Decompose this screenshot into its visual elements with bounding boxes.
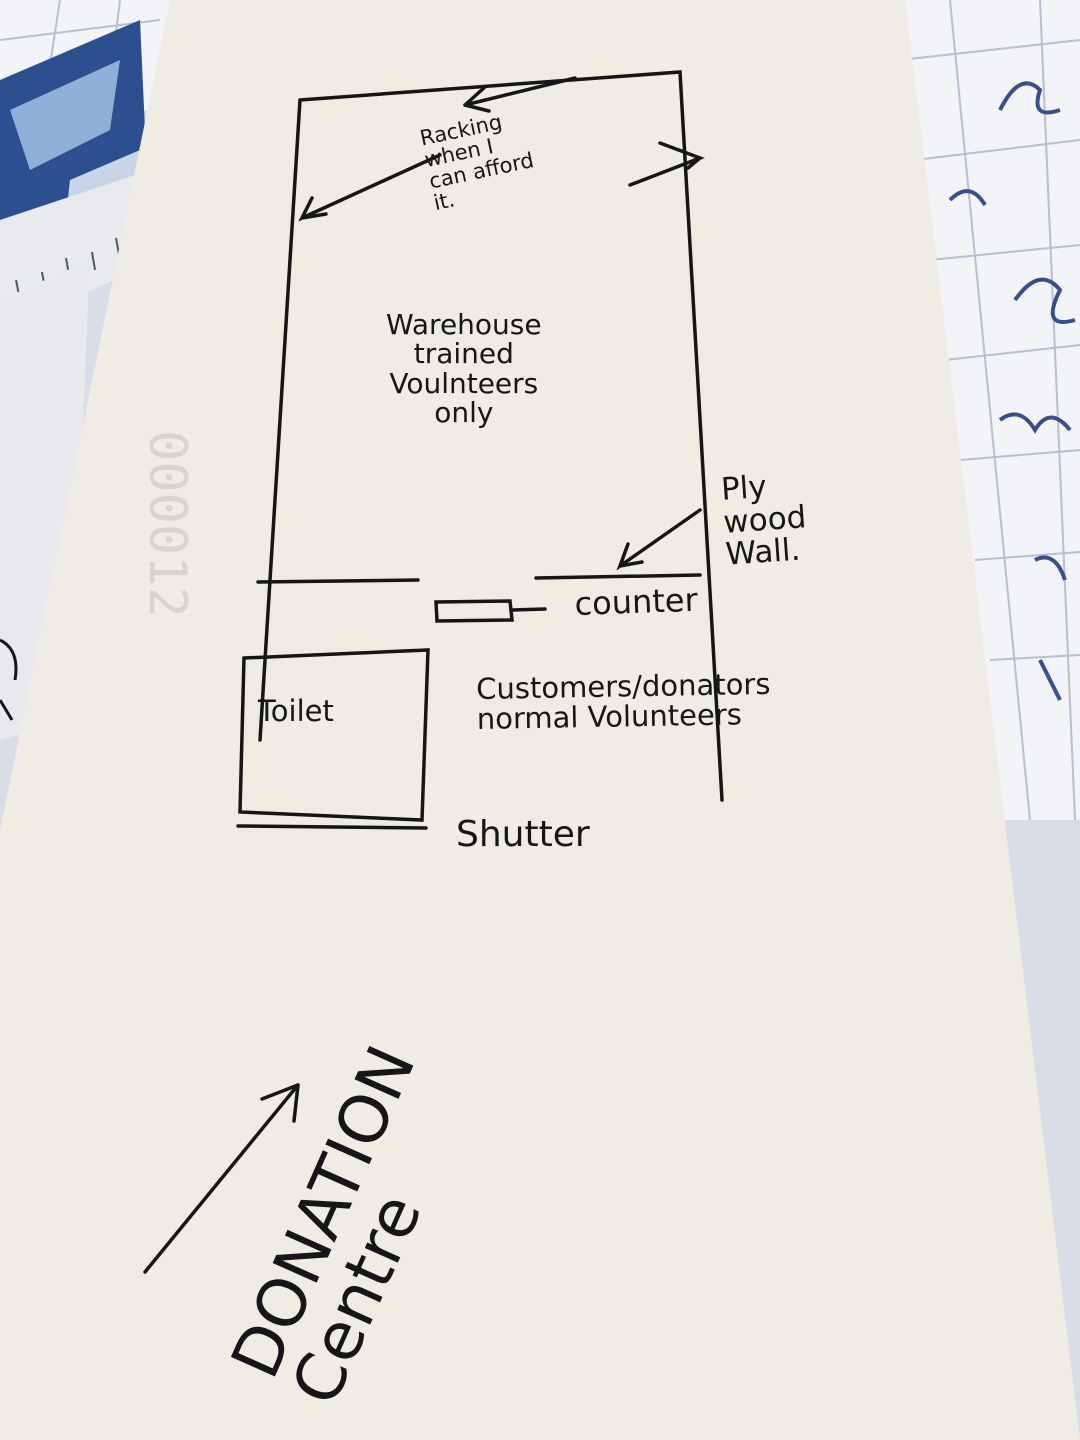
plywood-wall [534, 573, 702, 580]
plywood-line-3: Wall. [724, 531, 802, 573]
counter-shape [434, 599, 514, 623]
building-outline [258, 70, 724, 802]
toilet-label: Toilet [258, 694, 334, 728]
plywood-arrow [616, 508, 702, 571]
donation-arrow [143, 1083, 300, 1274]
counter-pointer [510, 607, 547, 612]
customers-line-2: normal Volunteers [476, 697, 743, 737]
plywood-wall-label: Ply wood Wall. [720, 468, 810, 573]
racking-arrow-top [463, 76, 577, 113]
warehouse-line-2: trained [413, 337, 514, 371]
warehouse-label: Warehouse trained Voulnteers only [386, 310, 542, 428]
warehouse-partition-left [256, 578, 420, 584]
racking-note: Racking when I can afford it. [418, 106, 540, 215]
paper-watermark: 000012 [137, 430, 197, 618]
racking-arrow-right [628, 141, 705, 187]
warehouse-line-3: Voulnteers [389, 366, 539, 400]
warehouse-line-4: only [434, 396, 494, 430]
donation-centre-label: DONATION Centre [217, 1035, 486, 1416]
warehouse-line-1: Warehouse [386, 308, 542, 341]
racking-arrow-left [298, 153, 442, 222]
customers-area-label: Customers/donators normal Volunteers [476, 667, 771, 737]
shutter-label: Shutter [456, 814, 590, 855]
floor-plan [143, 70, 724, 1274]
counter-label: counter [573, 580, 699, 623]
toilet-room [238, 648, 430, 822]
shutter-line [236, 824, 428, 830]
